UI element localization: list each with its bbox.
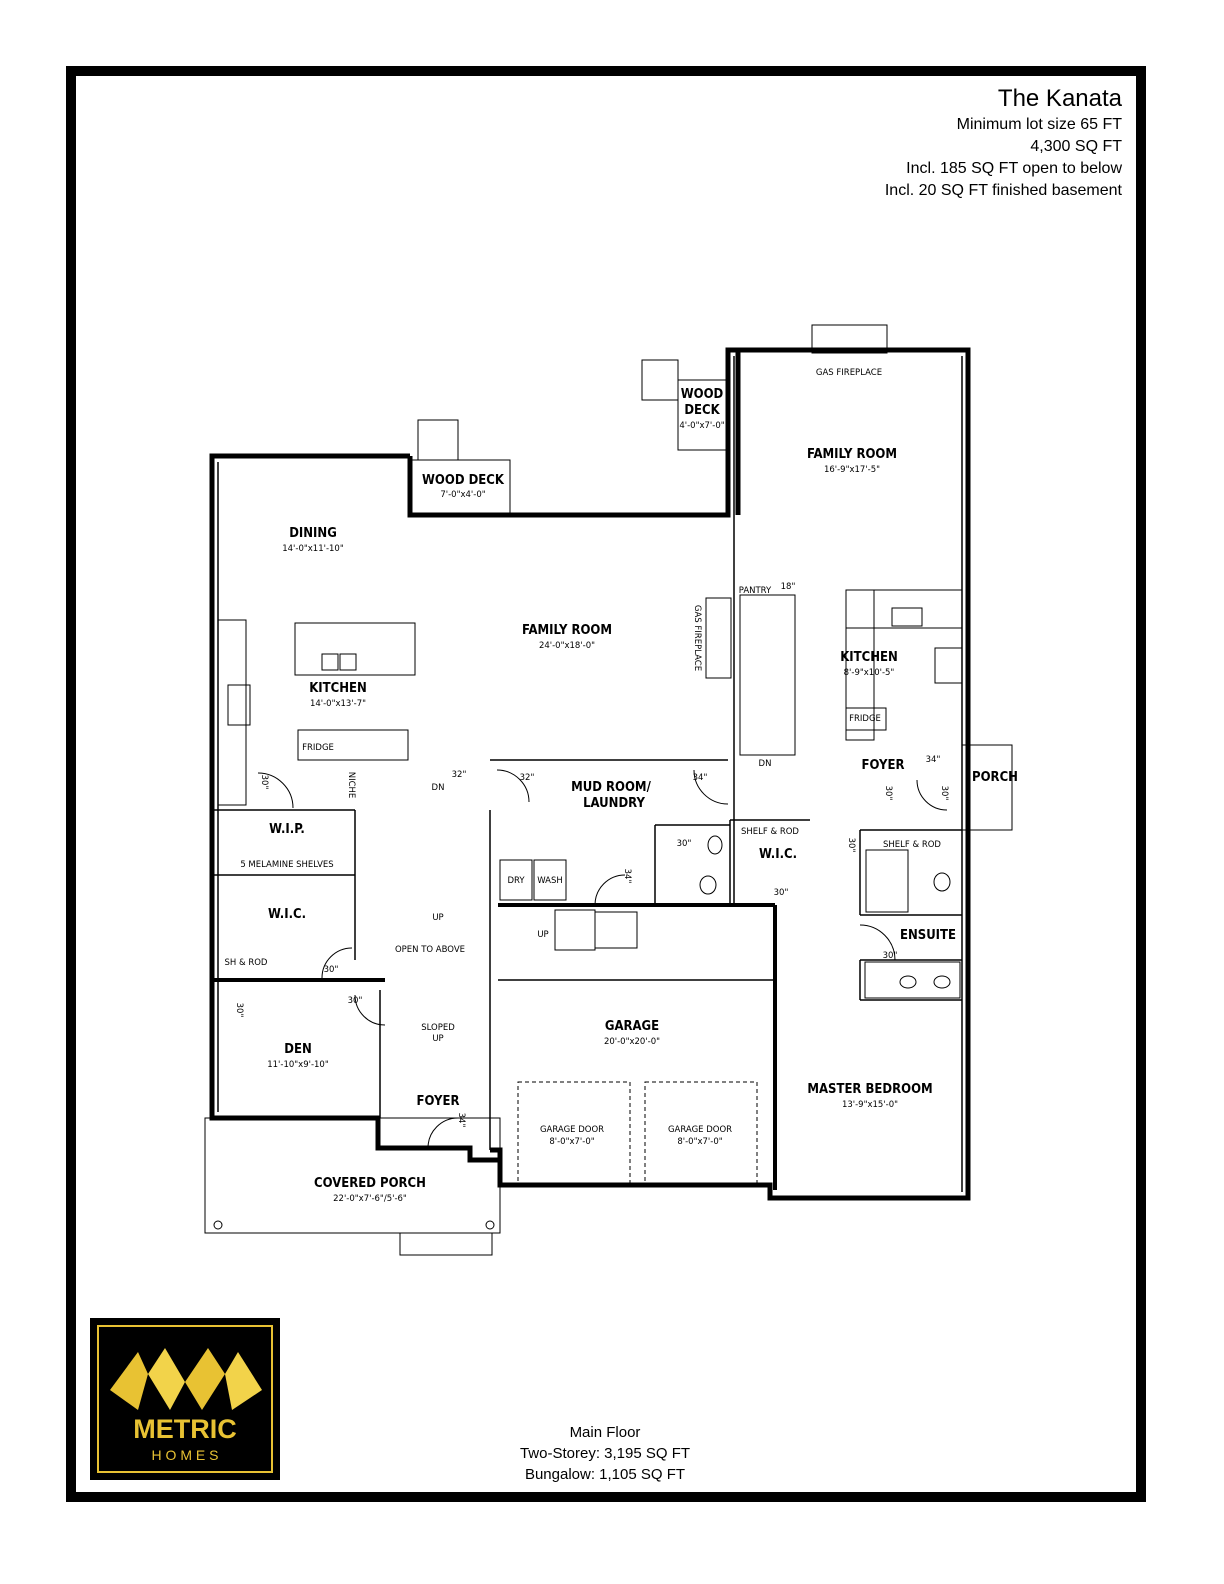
door-size-label: 30" (677, 839, 692, 849)
dryer-label: DRY (507, 876, 525, 886)
shelf-rod-ensuite-label: SHELF & ROD (883, 840, 941, 850)
family-room-main-name: FAMILY ROOM (522, 623, 612, 638)
plan-footer: Main Floor Two-Storey: 3,195 SQ FT Bunga… (455, 1422, 755, 1485)
family-room-main-dim: 24'-0"x18'-0" (539, 641, 595, 651)
sloped-up-label: UP (432, 1034, 443, 1044)
covered-porch-dim: 22'-0"x7'-6"/5'-6" (333, 1194, 407, 1204)
den-name: DEN (284, 1042, 312, 1057)
garage-dim: 20'-0"x20'-0" (604, 1037, 660, 1047)
porch-name: PORCH (972, 770, 1018, 785)
door-size-label: 32" (520, 773, 535, 783)
gas-fireplace-side-label: GAS FIREPLACE (692, 605, 702, 671)
foyer-main-name: FOYER (417, 1094, 460, 1109)
fixtures (204, 324, 1013, 1256)
door-size-label: 34" (456, 1113, 466, 1128)
two-storey-area: Two-Storey: 3,195 SQ FT (519, 1445, 691, 1462)
door-size-label: 30" (846, 838, 856, 853)
logo-peak-left (110, 1352, 148, 1410)
kitchen-suite-dim: 8'-9"x10'-5" (844, 668, 895, 678)
plan-title: The Kanata (997, 85, 1122, 112)
up-stair-label: UP (432, 913, 443, 923)
door-size-label: 30" (234, 1003, 244, 1018)
wood-deck-1-dim: 7'-0"x4'-0" (440, 490, 485, 500)
garage-door-1-dim: 8'-0"x7'-0" (549, 1137, 594, 1147)
garage-door-2-dim: 8'-0"x7'-0" (677, 1137, 722, 1147)
wood-deck-1-name: WOOD DECK (422, 473, 505, 488)
wip-note: 5 MELAMINE SHELVES (240, 860, 333, 870)
up-garage-label: UP (537, 930, 548, 940)
sh-rod-main-label: SH & ROD (225, 958, 268, 968)
metric-homes-logo: METRIC H O M E S (90, 1318, 280, 1480)
mud-room-name-2: LAUNDRY (583, 796, 645, 811)
fridge-main-label: FRIDGE (302, 743, 334, 753)
door-size-label: 30" (774, 888, 789, 898)
pantry-label: PANTRY (739, 586, 772, 596)
page-border (66, 66, 1146, 1502)
door-size-label: 34" (926, 755, 941, 765)
logo-peak-right (225, 1352, 262, 1410)
pantry-size-label: 18" (781, 582, 796, 592)
logo-peak-mid-left (148, 1348, 185, 1410)
door-size-label: 30" (939, 786, 949, 801)
garage-name: GARAGE (605, 1019, 659, 1034)
plan-header: The Kanata Minimum lot size 65 FT 4,300 … (885, 84, 1122, 202)
master-bedroom-name: MASTER BEDROOM (807, 1082, 932, 1097)
washer-label: WASH (537, 876, 563, 886)
dining-name: DINING (289, 526, 337, 541)
wood-deck-2-name-1: WOOD (681, 387, 724, 402)
lot-size: Minimum lot size 65 FT (956, 116, 1122, 133)
wip-name: W.I.P. (269, 822, 305, 837)
fridge-suite-label: FRIDGE (849, 714, 881, 724)
door-size-label: 30" (259, 775, 269, 790)
covered-porch-name: COVERED PORCH (314, 1176, 426, 1191)
door-size-label: 30" (348, 996, 363, 1006)
logo-sub: H O M E S (152, 1447, 219, 1463)
door-size-label: 30" (883, 786, 893, 801)
sloped-label: SLOPED (421, 1023, 455, 1033)
door-size-label: 30" (324, 965, 339, 975)
logo-brand: METRIC (133, 1414, 237, 1444)
basement-area: Incl. 20 SQ FT finished basement (884, 182, 1122, 199)
exterior-walls (209, 347, 971, 1201)
logo-inner-border (97, 1325, 273, 1473)
dining-dim: 14'-0"x11'-10" (282, 544, 344, 554)
dn-main-label: DN (432, 783, 445, 793)
door-size-label: 30" (883, 951, 898, 961)
door-swings (257, 769, 948, 1149)
family-room-suite-dim: 16'-9"x17'-5" (824, 465, 880, 475)
open-to-above-label: OPEN TO ABOVE (395, 945, 465, 955)
door-size-label: 34" (693, 773, 708, 783)
door-size-label: 34" (622, 869, 632, 884)
wood-deck-2-name-2: DECK (684, 403, 720, 418)
wood-deck-2-dim: 4'-0"x7'-0" (679, 421, 724, 431)
mud-room-name-1: MUD ROOM/ (571, 780, 651, 795)
dn-suite-label: DN (759, 759, 772, 769)
door-size-label: 32" (452, 770, 467, 780)
total-area: 4,300 SQ FT (1030, 138, 1122, 155)
garage-door-1-name: GARAGE DOOR (540, 1125, 604, 1135)
garage-door-2-name: GARAGE DOOR (668, 1125, 732, 1135)
gas-fireplace-top-label: GAS FIREPLACE (816, 368, 882, 378)
kitchen-suite-name: KITCHEN (840, 650, 898, 665)
kitchen-main-dim: 14'-0"x13'-7" (310, 699, 366, 709)
open-below-area: Incl. 185 SQ FT open to below (906, 160, 1122, 177)
shelf-rod-wic-label: SHELF & ROD (741, 827, 799, 837)
logo-peak-mid-right (185, 1348, 225, 1410)
wic-main-name: W.I.C. (268, 907, 306, 922)
ensuite-name: ENSUITE (900, 928, 956, 943)
kitchen-main-name: KITCHEN (309, 681, 367, 696)
bungalow-area: Bungalow: 1,105 SQ FT (524, 1466, 686, 1483)
wic-suite-name: W.I.C. (759, 847, 797, 862)
den-dim: 11'-10"x9'-10" (267, 1060, 329, 1070)
family-room-suite-name: FAMILY ROOM (807, 447, 897, 462)
master-bedroom-dim: 13'-9"x15'-0" (842, 1100, 898, 1110)
floor-name: Main Floor (569, 1424, 641, 1441)
foyer-suite-name: FOYER (862, 758, 905, 773)
niche-label: NICHE (346, 772, 356, 799)
